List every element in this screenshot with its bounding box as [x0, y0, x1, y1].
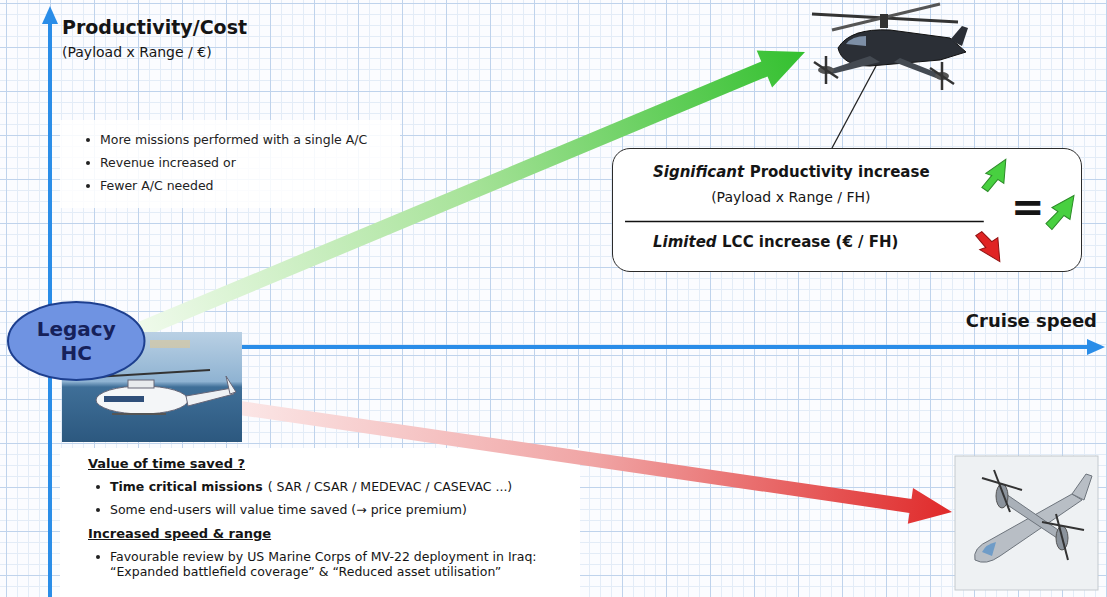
- bullet-dot: [96, 555, 100, 559]
- drawing-part: [1042, 522, 1084, 530]
- drawing-part: [226, 376, 236, 394]
- drawing-part: [950, 26, 968, 46]
- axis-arrowhead: [42, 6, 58, 24]
- legacy-ellipse: Legacy HC: [6, 300, 147, 382]
- bullet-dot: [96, 508, 100, 512]
- drawing-part: [186, 388, 234, 406]
- drawing-part: [1046, 195, 1074, 229]
- bullet-text: ( SAR / CSAR / MEDEVAC / CASEVAC ...): [268, 479, 513, 494]
- drawing-part: [880, 14, 888, 28]
- drawing-part: [150, 340, 190, 348]
- callout-box: Significant Productivity increase (Payload…: [612, 148, 1082, 272]
- drawing-part: [975, 494, 1082, 562]
- bullet-text: More missions performed with a single A/…: [100, 132, 367, 147]
- bullet-text: Revenue increased or: [100, 155, 236, 170]
- drawing-part: [982, 542, 996, 556]
- tiltrotor-image: [955, 456, 1098, 590]
- text-patch: [60, 120, 400, 208]
- bullet-text: Time critical missions: [110, 479, 263, 494]
- leader-line: [832, 66, 876, 148]
- drawing-part: [894, 58, 940, 78]
- fraction-denominator: LCC increase (€ / FH): [722, 233, 898, 251]
- axis-title: Productivity/Cost: [62, 16, 247, 39]
- drawing-part: [828, 56, 880, 74]
- drawing-part: [1072, 474, 1092, 500]
- drawing-part: [1056, 514, 1068, 560]
- drawing-part: [994, 470, 1010, 512]
- fraction-numerator-unit: (Payload x Range / FH): [711, 189, 870, 206]
- drawing-part: [930, 68, 954, 84]
- drawing-part: [8, 302, 145, 380]
- fraction-numerator: Productivity increase: [750, 163, 930, 181]
- drawing-part: [112, 413, 166, 415]
- bullet-text: Some end-users will value time saved (→ …: [110, 502, 467, 517]
- bullet-dot: [86, 138, 90, 142]
- equals-sign: =: [1011, 183, 1045, 231]
- drawing-part: [625, 221, 984, 223]
- section-heading: Value of time saved ?: [88, 456, 245, 472]
- emphasis-word: Limited: [653, 233, 717, 251]
- drawing-part: [128, 380, 154, 388]
- drawing-part: [96, 386, 188, 414]
- node-label: Legacy HC: [31, 317, 121, 365]
- drawing-part: [1000, 494, 1064, 540]
- bullet-dot: [86, 184, 90, 188]
- compound-helicopter-drawing: [812, 4, 968, 90]
- axis-arrowhead: [1087, 339, 1105, 355]
- drawing-part: [832, 4, 940, 30]
- emphasis-word: Significant: [653, 163, 744, 181]
- drawing-part: [846, 36, 866, 46]
- drawing-part: [955, 456, 1098, 590]
- drawing-part: [982, 159, 1006, 191]
- axis-label: Cruise speed: [966, 310, 1097, 332]
- drawing-part: [814, 62, 838, 78]
- section-heading: Increased speed & range: [88, 526, 271, 542]
- text-patch: [60, 448, 580, 597]
- drawing-part: [976, 232, 1000, 262]
- bullet-text: Favourable review by US Marine Corps of …: [110, 549, 580, 579]
- bullet-text: Fewer A/C needed: [100, 178, 214, 193]
- axis-subtitle: (Payload x Range / €): [62, 44, 212, 61]
- bullet-dot: [86, 161, 90, 165]
- bullet-dot: [96, 485, 100, 489]
- drawing-part: [104, 396, 144, 402]
